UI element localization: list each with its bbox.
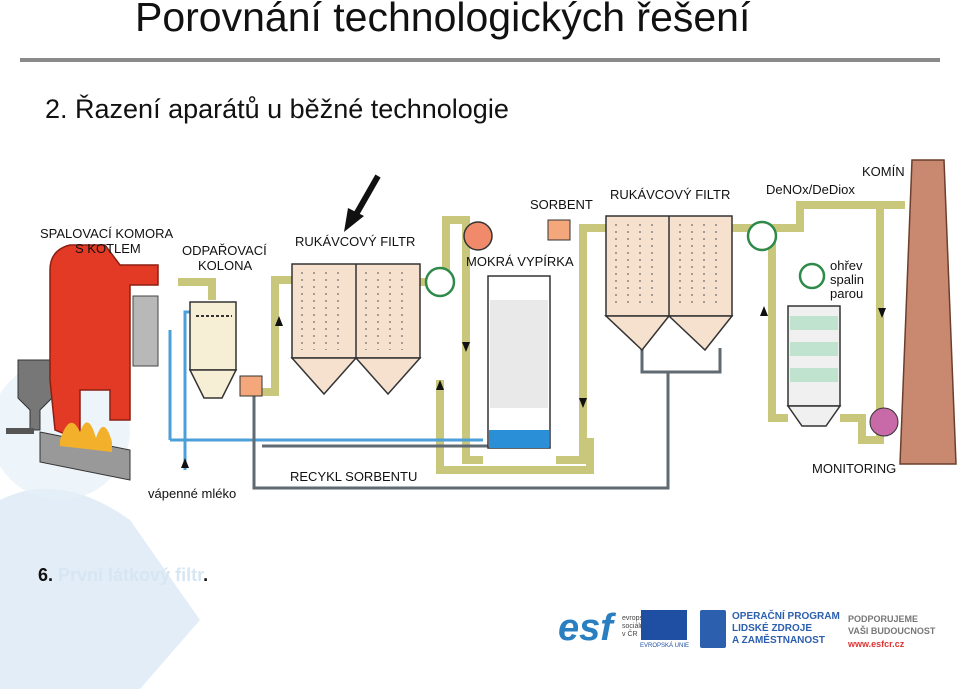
feed-rod xyxy=(6,428,34,434)
duct-filter2-to-denox xyxy=(732,224,788,422)
label-sorbent: SORBENT xyxy=(530,197,593,212)
heat-exchanger-icon-3 xyxy=(798,262,826,290)
background-swoosh xyxy=(0,488,200,689)
label-recycle: RECYKL SORBENTU xyxy=(290,469,417,484)
highlight-arrow-head xyxy=(344,208,364,232)
highlight-arrow-shaft xyxy=(351,174,381,220)
label-evap-2: KOLONA xyxy=(198,258,253,273)
denox-bottom xyxy=(786,405,842,427)
stack xyxy=(899,159,957,465)
support-text: PODPORUJEME VAŠI BUDOUCNOST xyxy=(848,614,936,636)
filter2-hopper-a xyxy=(604,315,671,352)
title-divider xyxy=(20,58,940,62)
arrow-down-scrubber-out xyxy=(579,398,587,408)
footer-text: První látkový filtr xyxy=(58,565,204,585)
label-bag-filter-2: RUKÁVCOVÝ FILTR xyxy=(610,187,730,202)
label-wet-scrubber: MOKRÁ VYPÍRKA xyxy=(466,254,574,269)
duct-scrubber-to-filter2 xyxy=(556,224,606,464)
sorbent-injector-1 xyxy=(239,375,263,397)
arrow-up-filter1 xyxy=(275,316,283,326)
page-subtitle: 2. Řazení aparátů u běžné technologie xyxy=(45,94,509,124)
page-title: Porovnání technologických řešení xyxy=(135,0,751,40)
scrubber-water xyxy=(489,430,549,448)
boiler-tubes xyxy=(132,295,159,367)
filter2-hopper-b xyxy=(667,315,734,352)
arrow-up-lime xyxy=(181,458,189,468)
heat-exchanger-icon-1 xyxy=(424,266,456,298)
wet-scrubber xyxy=(487,275,551,449)
duct-evap-to-filter1 xyxy=(240,276,295,396)
evap-body xyxy=(189,301,237,371)
arrow-down-stack xyxy=(878,308,886,318)
support-url: www.esfcr.cz xyxy=(848,639,905,649)
fan-icon xyxy=(463,221,493,251)
footer-note: 6. První látkový filtr. xyxy=(38,565,208,586)
label-combustion-2: S KOTLEM xyxy=(75,241,141,256)
duct-furnace-to-evap xyxy=(178,278,216,300)
sorbent-injector-2 xyxy=(547,219,571,241)
filter1-hopper-a xyxy=(290,357,358,396)
label-monitoring: MONITORING xyxy=(812,461,896,476)
denox-layer-3 xyxy=(790,368,838,382)
recycle-pipe-2 xyxy=(668,348,722,374)
footer-number: 6. xyxy=(38,565,54,585)
label-reheat-3: parou xyxy=(830,286,863,301)
bag-filter-2 xyxy=(604,215,734,352)
arrow-down-scrubber-in xyxy=(462,342,470,352)
filter1-hopper-b xyxy=(354,357,422,396)
denox-layer-2 xyxy=(790,342,838,356)
arrow-up-denox xyxy=(760,306,768,316)
flow-arrows xyxy=(181,306,886,468)
duct-top-denox xyxy=(772,201,880,232)
flames xyxy=(60,422,112,452)
op-lzz-icon xyxy=(700,610,726,648)
evaporation-column xyxy=(188,301,238,399)
highlight-arrow xyxy=(344,174,381,232)
label-bag-filter-1: RUKÁVCOVÝ FILTR xyxy=(295,234,415,249)
denox-reactor xyxy=(786,305,842,427)
duct-denox-to-stack xyxy=(840,201,905,444)
label-combustion-1: SPALOVACÍ KOMORA xyxy=(40,226,173,241)
label-denox: DeNOx/DeDiox xyxy=(766,182,855,197)
op-lzz-text: OPERAČNÍ PROGRAM LIDSKÉ ZDROJE A ZAMĚSTN… xyxy=(732,611,840,646)
label-lime-milk: vápenné mléko xyxy=(148,486,236,501)
evap-cone xyxy=(188,369,238,399)
scrubber-packing xyxy=(490,300,548,408)
bag-filter-1 xyxy=(290,263,422,396)
eu-caption: EVROPSKÁ UNIE xyxy=(640,643,690,649)
label-evap-1: ODPAŘOVACÍ xyxy=(182,243,267,258)
duct-bottom-loop xyxy=(436,380,594,474)
funding-logos: esf evropský sociální fond v ČR EVROPSKÁ… xyxy=(558,605,948,660)
furnace-body xyxy=(49,244,159,442)
label-reheat-1: ohřev xyxy=(830,258,863,273)
combustion-chamber xyxy=(6,244,159,481)
esf-logo: esf xyxy=(558,607,613,649)
filter2-bags xyxy=(615,224,717,308)
monitoring-probe xyxy=(869,407,899,437)
arrow-up-loop xyxy=(436,380,444,390)
heat-exchanger-icon-2 xyxy=(746,220,778,252)
eu-flag-icon xyxy=(641,610,687,640)
denox-layer-1 xyxy=(790,316,838,330)
footer-period: . xyxy=(203,565,209,585)
label-stack: KOMÍN xyxy=(862,164,905,179)
label-reheat-2: spalin xyxy=(830,272,864,287)
recycle-pipe xyxy=(252,348,670,490)
